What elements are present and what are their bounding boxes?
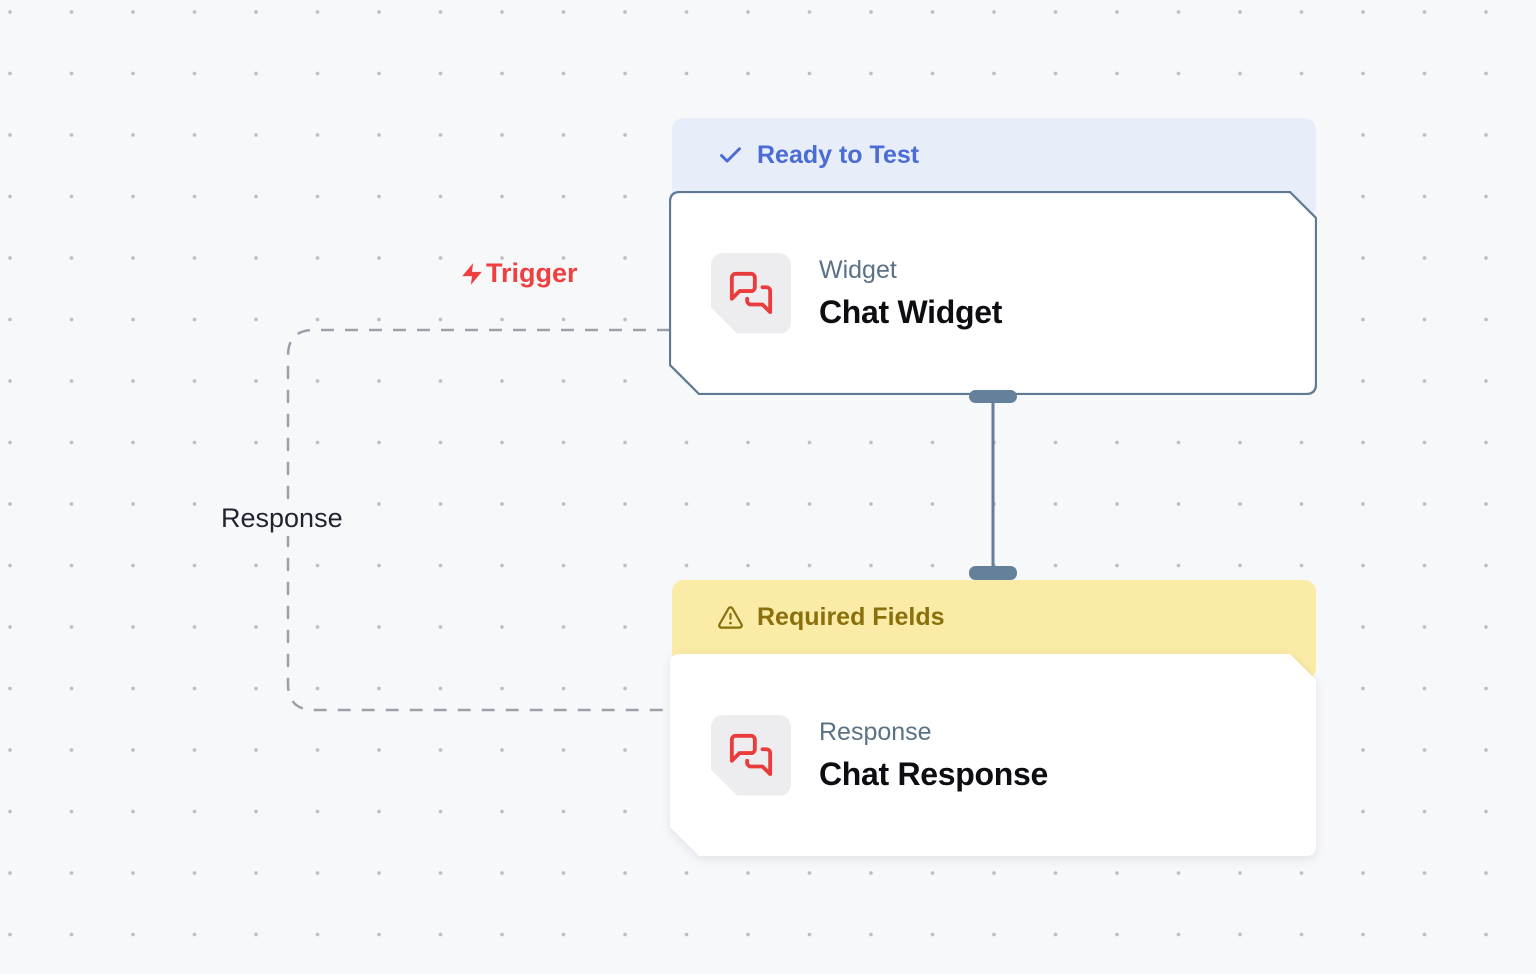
status-badge-ready-label: Ready to Test (757, 141, 920, 169)
trigger-edge-label-text: Trigger (486, 258, 578, 288)
node-card-shape (669, 191, 1317, 395)
zap-icon (462, 262, 482, 285)
node-icon-tile (711, 715, 791, 796)
node-chat-response[interactable]: Response Chat Response (669, 653, 1317, 857)
node-icon-tile (711, 253, 791, 334)
alert-triangle-icon (718, 605, 743, 629)
trigger-edge-label: Trigger (459, 258, 578, 289)
messages-square-icon (728, 270, 774, 316)
node-type-label: Response (819, 717, 932, 746)
response-edge-label: Response (215, 501, 349, 536)
check-icon (720, 146, 741, 163)
target-handle[interactable] (969, 566, 1017, 580)
node-title: Chat Widget (819, 293, 1003, 330)
node-chat-widget[interactable]: Widget Chat Widget (669, 191, 1317, 395)
messages-square-icon (728, 732, 774, 778)
node-type-label: Widget (819, 255, 897, 284)
node-card-shape (670, 654, 1316, 856)
response-edge-label-text: Response (221, 503, 343, 533)
status-badge-warning-label: Required Fields (757, 603, 945, 631)
node-title: Chat Response (819, 755, 1049, 792)
